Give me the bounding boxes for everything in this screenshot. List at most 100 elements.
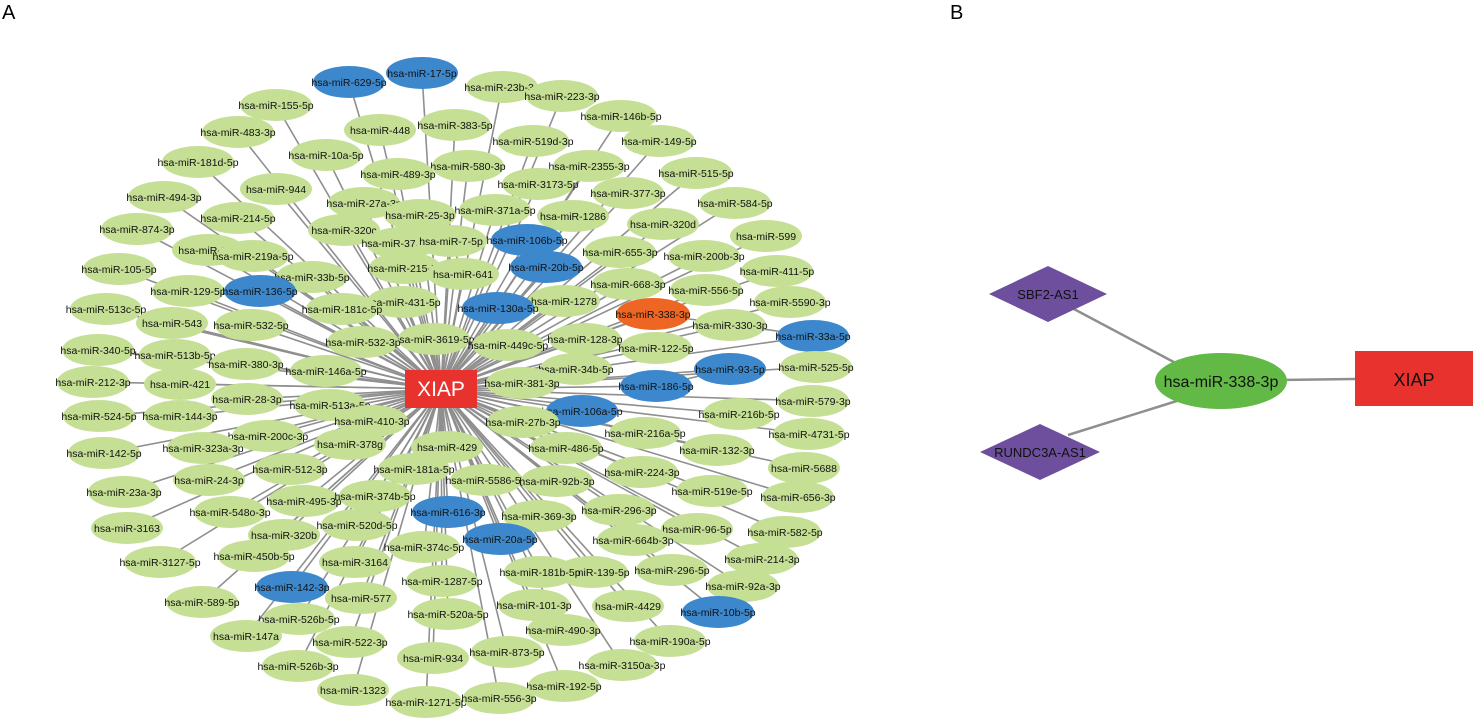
mirna-node-shape: [592, 177, 664, 209]
mirna-node-hsa-mir-92a-3p: hsa-miR-92a-3p: [705, 570, 781, 602]
mirna-node-hsa-mir-532-3p: hsa-miR-532-3p: [325, 326, 401, 358]
mirna-node-label: hsa-miR-532-3p: [325, 337, 400, 349]
mirna-node-label: hsa-miR-374b-5p: [334, 491, 415, 503]
mirna-node-hsa-mir-1278: hsa-miR-1278: [528, 285, 600, 317]
mirna-node-shape: [510, 251, 582, 283]
mirna-node-hsa-mir-486-5p: hsa-miR-486-5p: [528, 432, 604, 464]
mirna-node-shape: [682, 596, 754, 628]
mirna-node-shape: [670, 274, 742, 306]
mirna-node-hsa-mir-219a-5p: hsa-miR-219a-5p: [212, 240, 294, 272]
mirna-node-label: hsa-miR-1278: [531, 296, 597, 308]
mirna-node-shape: [707, 570, 779, 602]
mirna-node-hsa-mir-519d-3p: hsa-miR-519d-3p: [492, 125, 574, 157]
mirna-node-label: hsa-miR-200c-3p: [228, 431, 309, 443]
mirna-node-hsa-mir-655-3p: hsa-miR-655-3p: [582, 236, 658, 268]
mirna-node-shape: [703, 398, 775, 430]
mirna-node-hsa-mir-431-5p: hsa-miR-431-5p: [365, 286, 441, 318]
mirna-node-shape: [362, 158, 434, 190]
edge-hsa-mir-944: [275, 188, 442, 390]
mirna-node-hsa-mir-200c-3p: hsa-miR-200c-3p: [228, 420, 309, 452]
mirna-node-label: hsa-miR-320d: [630, 219, 696, 231]
mirna-node-shape: [202, 202, 274, 234]
mirna-node-shape: [681, 434, 753, 466]
mirna-node-shape: [314, 626, 386, 658]
mirna-node-shape: [306, 293, 378, 325]
mirna-node-hsa-mir-526b-3p: hsa-miR-526b-3p: [257, 650, 339, 682]
mirna-node-hsa-mir-142-5p: hsa-miR-142-5p: [66, 437, 142, 469]
mirna-node-shape: [397, 642, 469, 674]
mirna-node-shape: [63, 400, 135, 432]
mirna-node-shape: [128, 181, 200, 213]
mirna-node-shape: [427, 258, 499, 290]
mirna-node-hsa-mir-5688: hsa-miR-5688: [768, 452, 840, 484]
mirna-node-shape: [661, 513, 733, 545]
mirna-node-shape: [546, 395, 618, 427]
mirna-node-shape: [254, 453, 326, 485]
mirna-node-label: hsa-miR-340-5p: [60, 345, 135, 357]
mirna-node-shape: [486, 367, 558, 399]
mirna-node-shape: [726, 543, 798, 575]
mirna-node-label: hsa-miR-4731-5p: [768, 429, 849, 441]
mirna-node-label: hsa-miR-122-5p: [618, 343, 693, 355]
mirna-node-shape: [139, 339, 211, 371]
mirna-node-label: hsa-miR-136-5p: [222, 286, 297, 298]
mirna-node-hsa-mir-147a: hsa-miR-147a: [210, 620, 282, 652]
mirna-node-shape: [308, 214, 380, 246]
mirna-node-label: hsa-miR-556-5p: [668, 285, 743, 297]
mirna-node-label: hsa-miR-411-5p: [740, 266, 815, 278]
edge-mir-xiap: [1277, 377, 1356, 382]
mirna-node-shape: [215, 309, 287, 341]
mirna-node-hsa-mir-216a-5p: hsa-miR-216a-5p: [604, 417, 686, 449]
mirna-node-hsa-mir-92b-3p: hsa-miR-92b-3p: [519, 465, 595, 497]
mirna-node-hsa-mir-374c-5p: hsa-miR-374c-5p: [384, 531, 464, 563]
mirna-node-shape: [498, 589, 570, 621]
mirna-node-label: hsa-miR-190a-5p: [629, 636, 710, 648]
mirna-node-hsa-mir-579-3p: hsa-miR-579-3p: [775, 385, 851, 417]
mirna-node-shape: [549, 323, 621, 355]
mirna-node-label: hsa-miR-144-3p: [142, 411, 217, 423]
mirna-node-label: hsa-miR-192-5p: [526, 681, 601, 693]
mirna-node-label: hsa-miR-96-5p: [662, 524, 732, 536]
mirna-node-hsa-mir-515-5p: hsa-miR-515-5p: [658, 157, 734, 189]
mirna-node-hsa-mir-20b-5p: hsa-miR-20b-5p: [508, 251, 584, 283]
mirna-node-hsa-mir-532-5p: hsa-miR-532-5p: [213, 309, 289, 341]
mirna-node-label: hsa-miR-128-3p: [547, 334, 622, 346]
mirna-node-label: hsa-miR-513c-5p: [66, 304, 147, 316]
mirna-node-hsa-mir-582-5p: hsa-miR-582-5p: [747, 516, 823, 548]
mirna-node-hsa-mir-214-3p: hsa-miR-214-3p: [724, 543, 800, 575]
mirna-node-hsa-mir-149-5p: hsa-miR-149-5p: [621, 125, 697, 157]
mirna-node-shape: [503, 500, 575, 532]
edge-rundc-mir: [1067, 398, 1181, 437]
mirna-node-label: hsa-miR-486-5p: [528, 443, 603, 455]
mirna-node-shape: [224, 275, 296, 307]
mirna-node-shape: [369, 252, 441, 284]
mirna-node-hsa-mir-450b-5p: hsa-miR-450b-5p: [213, 540, 295, 572]
mirna-node-label: hsa-miR-520d-5p: [316, 520, 397, 532]
mirna-node-label: hsa-miR-338-3p: [615, 309, 690, 321]
mirna-node-shape: [276, 261, 348, 293]
mirna-node-shape: [367, 286, 439, 318]
mirna-node-label: hsa-miR-92a-3p: [705, 581, 780, 593]
mirna-node-shape: [585, 100, 657, 132]
mirna-node-hsa-mir-93-5p: hsa-miR-93-5p: [694, 353, 766, 385]
mirna-node-hsa-mir-23b-3p: hsa-miR-23b-3p: [464, 71, 540, 103]
mirna-node-label: hsa-miR-450b-5p: [213, 551, 294, 563]
mirna-node-label: hsa-miR-181a-5p: [373, 464, 454, 476]
mirna-node-label: hsa-miR-3173-5p: [497, 179, 578, 191]
mirna-node-hsa-mir-1271-5p: hsa-miR-1271-5p: [385, 686, 467, 718]
mirna-node-hsa-mir-599: hsa-miR-599: [730, 220, 802, 252]
mirna-node-label: hsa-miR-873-5p: [469, 647, 544, 659]
mirna-node-label: hsa-miR-216a-5p: [604, 428, 685, 440]
mirna-node-hsa-mir-192-5p: hsa-miR-192-5p: [526, 670, 602, 702]
mirna-node-label: hsa-miR-181c-5p: [302, 304, 383, 316]
mirna-node-hsa-mir-543: hsa-miR-543: [136, 307, 208, 339]
mirna-node-label: hsa-miR-520a-5p: [407, 609, 488, 621]
mirna-node-label: hsa-miR-519e-5p: [671, 486, 752, 498]
mirna-node-shape: [540, 353, 612, 385]
mirna-node-hsa-mir-448: hsa-miR-448: [344, 114, 416, 146]
mirna-node-hsa-mir-577: hsa-miR-577: [325, 582, 397, 614]
mirna-node-hsa-mir-483-3p: hsa-miR-483-3p: [200, 116, 276, 148]
mirna-node-shape: [620, 370, 692, 402]
mirna-node-shape: [386, 57, 458, 89]
mirna-node-hsa-mir-668-3p: hsa-miR-668-3p: [590, 268, 666, 300]
